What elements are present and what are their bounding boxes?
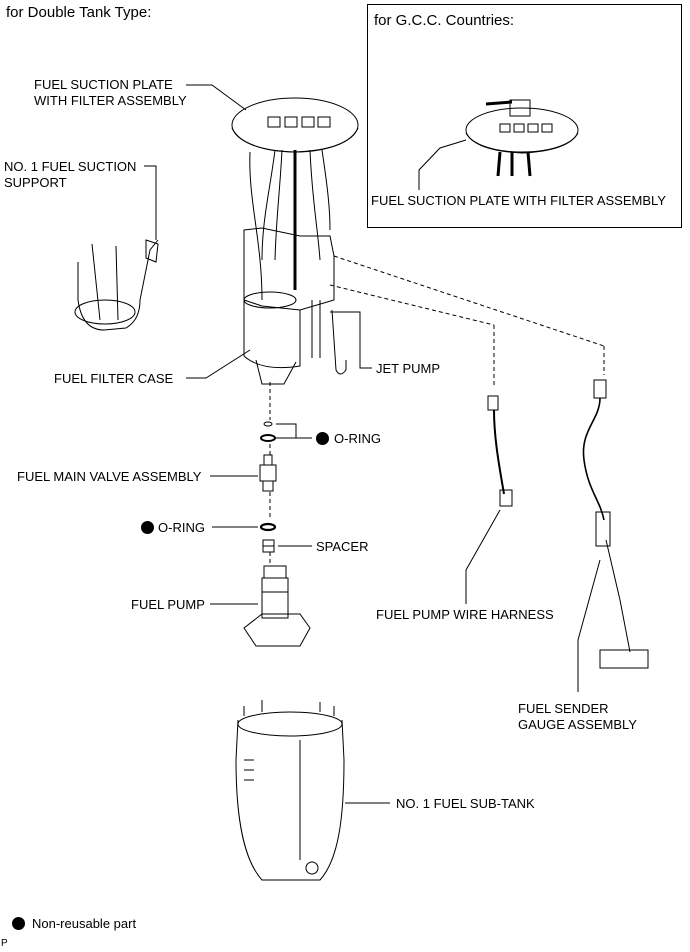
legend-marker	[12, 917, 25, 930]
label-suction-support-line2: SUPPORT	[4, 175, 67, 190]
label-sub-tank: NO. 1 FUEL SUB-TANK	[396, 796, 535, 811]
label-o-ring-upper: O-RING	[334, 431, 381, 446]
wire-harness-drawing	[487, 395, 513, 507]
suction-support-drawing	[74, 239, 159, 331]
label-fuel-suction-plate-line1: FUEL SUCTION PLATE	[34, 77, 173, 92]
leader-o-ring-upper	[276, 423, 312, 439]
non-reusable-marker-lower	[141, 521, 154, 534]
gcc-inset-box	[367, 4, 682, 228]
spacer-drawing	[262, 539, 275, 553]
leader-suction-plate	[186, 84, 247, 111]
fuel-main-valve-drawing	[259, 454, 277, 492]
leader-wire-harness	[465, 509, 501, 604]
label-jet-pump: JET PUMP	[376, 361, 441, 376]
diagram-title: for Double Tank Type:	[6, 4, 152, 21]
leader-inset-plate	[418, 139, 467, 190]
label-wire-harness: FUEL PUMP WIRE HARNESS	[376, 607, 554, 622]
inset-suction-plate-drawing	[465, 99, 579, 177]
label-inset-suction-plate: FUEL SUCTION PLATE WITH FILTER ASSEMBLY	[371, 193, 666, 208]
label-suction-support-line1: NO. 1 FUEL SUCTION	[4, 159, 137, 174]
sub-tank-drawing	[235, 700, 345, 881]
label-spacer: SPACER	[316, 539, 369, 554]
footer-code: P	[1, 938, 8, 949]
filter-module-drawing	[243, 227, 347, 385]
label-sender-gauge-line2: GAUGE ASSEMBLY	[518, 717, 637, 732]
legend-non-reusable: Non-reusable part	[32, 916, 137, 931]
fuel-pump-drawing	[243, 565, 311, 647]
o-ring-lower-drawing	[259, 522, 277, 532]
label-fuel-suction-plate-line2: WITH FILTER ASSEMBLY	[34, 93, 187, 108]
non-reusable-marker-upper	[316, 432, 329, 445]
label-fuel-filter-case: FUEL FILTER CASE	[54, 371, 174, 386]
label-fuel-pump: FUEL PUMP	[131, 597, 205, 612]
inset-title: for G.C.C. Countries:	[374, 12, 515, 29]
sender-gauge-drawing	[582, 379, 649, 669]
label-sender-gauge-line1: FUEL SENDER	[518, 701, 609, 716]
label-o-ring-lower: O-RING	[158, 520, 205, 535]
o-ring-upper-a-drawing	[263, 421, 273, 427]
o-ring-upper-b-drawing	[260, 434, 276, 442]
label-fuel-main-valve: FUEL MAIN VALVE ASSEMBLY	[17, 469, 202, 484]
leader-suction-support	[144, 165, 157, 240]
leader-sender-gauge	[577, 559, 601, 692]
leader-jet-pump	[330, 311, 372, 369]
leader-fuel-filter-case	[186, 349, 251, 379]
fuel-suction-plate-drawing	[231, 97, 359, 301]
